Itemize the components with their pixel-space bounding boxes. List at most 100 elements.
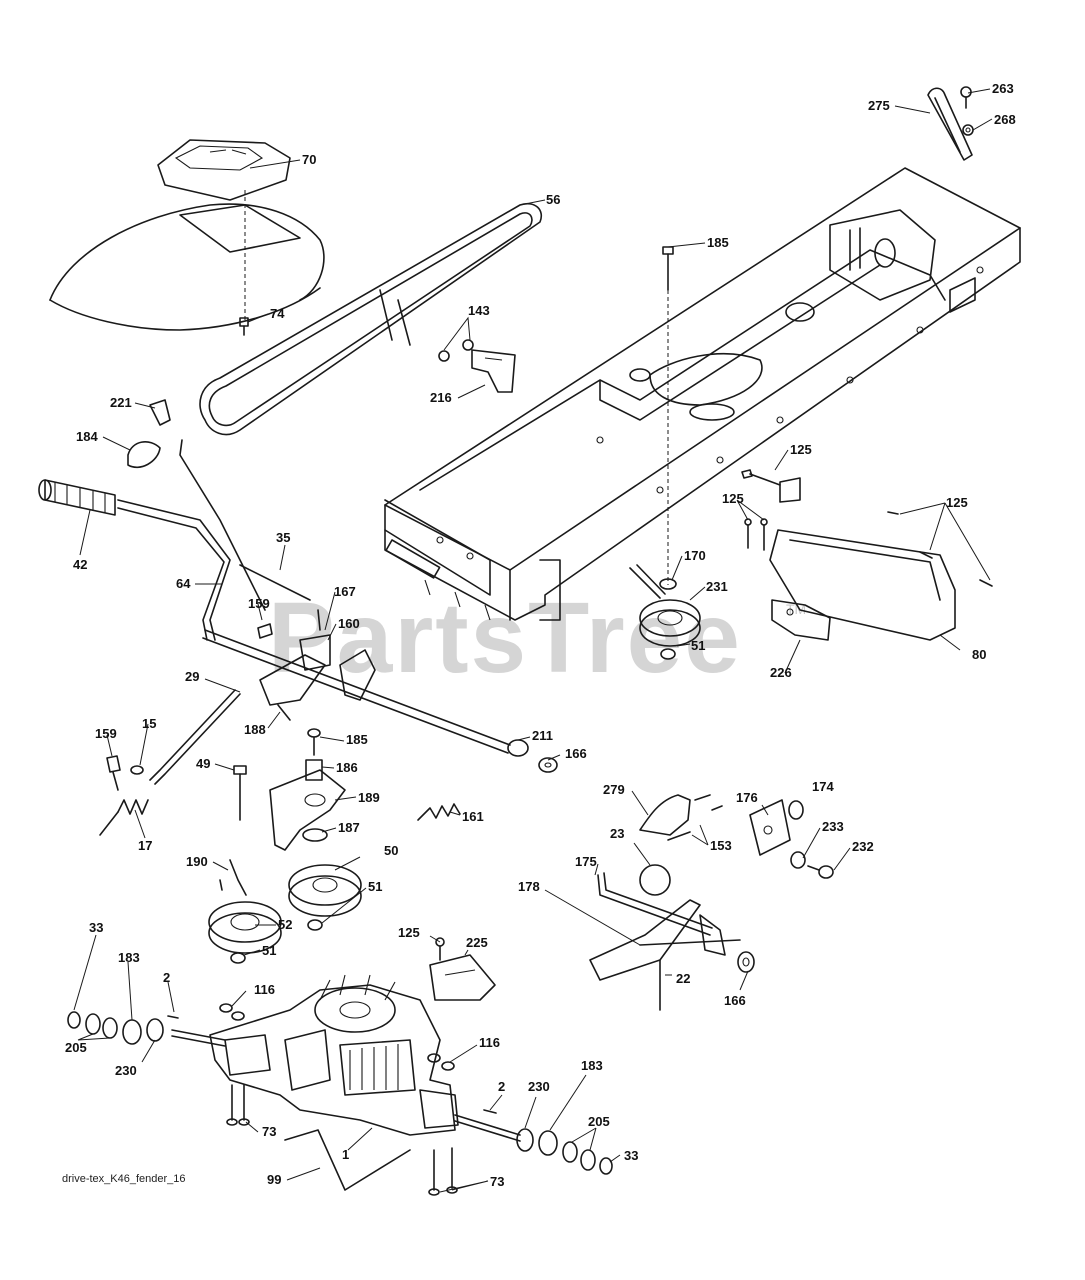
pulley-52 <box>208 901 282 954</box>
callout-230-a: 230 <box>115 1063 137 1078</box>
callout-225: 225 <box>466 935 488 950</box>
idler-bracket <box>629 564 666 599</box>
callout-190: 190 <box>186 854 208 869</box>
callout-174: 174 <box>812 779 834 794</box>
callout-51-c: 51 <box>262 943 276 958</box>
callout-184: 184 <box>76 429 98 444</box>
callout-116-b: 116 <box>479 1035 500 1050</box>
nuts-143 <box>438 339 474 362</box>
axle-left <box>171 1029 226 1047</box>
callout-211: 211 <box>532 728 553 743</box>
right-washer-stack <box>483 1109 613 1175</box>
rod-29 <box>149 689 241 785</box>
dash-plate-70 <box>157 139 291 201</box>
screw-185-top <box>662 246 674 291</box>
callout-50: 50 <box>384 843 398 858</box>
callout-51-a: 51 <box>691 638 705 653</box>
callout-263: 263 <box>992 81 1014 96</box>
drive-belt-56 <box>199 203 542 436</box>
callout-80: 80 <box>972 647 986 662</box>
clip-221 <box>149 399 171 426</box>
bracket-176 <box>749 799 791 856</box>
lever-64 <box>117 439 266 641</box>
axle-right <box>454 1114 521 1142</box>
callout-35: 35 <box>276 530 290 545</box>
callout-33-b: 33 <box>624 1148 638 1163</box>
spring-279 <box>639 794 691 836</box>
callout-178: 178 <box>518 879 540 894</box>
callout-232: 232 <box>852 839 874 854</box>
callout-176: 176 <box>736 790 758 805</box>
callout-159-a: 159 <box>248 596 270 611</box>
callout-185-mid: 185 <box>346 732 368 747</box>
pin-159-a <box>257 623 273 639</box>
spacer-186 <box>305 759 323 781</box>
callout-170: 170 <box>684 548 706 563</box>
pulley-50 <box>288 864 362 917</box>
callout-230-b: 230 <box>528 1079 550 1094</box>
callout-189: 189 <box>358 790 380 805</box>
callout-159-b: 159 <box>95 726 117 741</box>
spring-17 <box>99 799 149 836</box>
callout-42: 42 <box>73 557 87 572</box>
bolts-116-b <box>427 1053 455 1071</box>
transaxle-1 <box>209 974 459 1136</box>
bolts-116-a <box>219 1003 245 1021</box>
bracket-167-160 <box>299 609 331 671</box>
callout-279: 279 <box>603 782 625 797</box>
callout-166-a: 166 <box>565 746 587 761</box>
screw-74 <box>239 317 249 336</box>
bolt-232 <box>807 865 834 879</box>
callout-74: 74 <box>270 306 285 321</box>
callout-125-c: 125 <box>946 495 968 510</box>
callout-188: 188 <box>244 722 266 737</box>
callout-23: 23 <box>610 826 624 841</box>
nut-51-c <box>230 952 246 964</box>
callout-15: 15 <box>142 716 156 731</box>
rod-35 <box>239 564 311 601</box>
washer-174 <box>788 800 804 820</box>
washer-233 <box>790 851 806 869</box>
pedal-rod-175 <box>597 872 713 936</box>
callout-125-d: 125 <box>398 925 420 940</box>
cover-80 <box>769 529 956 641</box>
washer-268 <box>962 124 974 136</box>
callout-153: 153 <box>710 838 732 853</box>
washer-166-b <box>737 951 755 973</box>
callout-70: 70 <box>302 152 316 167</box>
bracket-near-125 <box>779 477 801 503</box>
callout-160: 160 <box>338 616 360 631</box>
callout-99: 99 <box>267 1172 281 1187</box>
callout-161: 161 <box>462 809 484 824</box>
callout-183-a: 183 <box>118 950 140 965</box>
screws-125-b <box>744 518 768 551</box>
shift-plate-188 <box>259 649 376 721</box>
callout-205-b: 205 <box>588 1114 610 1129</box>
callout-166-b: 166 <box>724 993 746 1008</box>
fender <box>49 190 325 331</box>
callout-216: 216 <box>430 390 452 405</box>
bolt-159-b <box>106 755 121 791</box>
callout-183-b: 183 <box>581 1058 603 1073</box>
bushing-211 <box>507 739 529 757</box>
callout-167: 167 <box>334 584 356 599</box>
bolts-73-a <box>226 1084 250 1126</box>
callout-116-a: 116 <box>254 982 275 997</box>
callout-268: 268 <box>994 112 1016 127</box>
left-washer-stack <box>67 1011 179 1045</box>
callout-275: 275 <box>868 98 890 113</box>
callout-233: 233 <box>822 819 844 834</box>
callout-56: 56 <box>546 192 560 207</box>
callout-187: 187 <box>338 820 360 835</box>
callout-73-b: 73 <box>490 1174 504 1189</box>
callout-64: 64 <box>176 576 191 591</box>
callout-231: 231 <box>706 579 728 594</box>
bracket-226 <box>771 599 831 641</box>
bolt-263 <box>960 86 972 109</box>
callout-221: 221 <box>110 395 132 410</box>
bracket-190 <box>219 859 247 896</box>
leader-lines <box>73 88 993 1193</box>
callout-205-a: 205 <box>65 1040 87 1055</box>
callout-17: 17 <box>138 838 152 853</box>
